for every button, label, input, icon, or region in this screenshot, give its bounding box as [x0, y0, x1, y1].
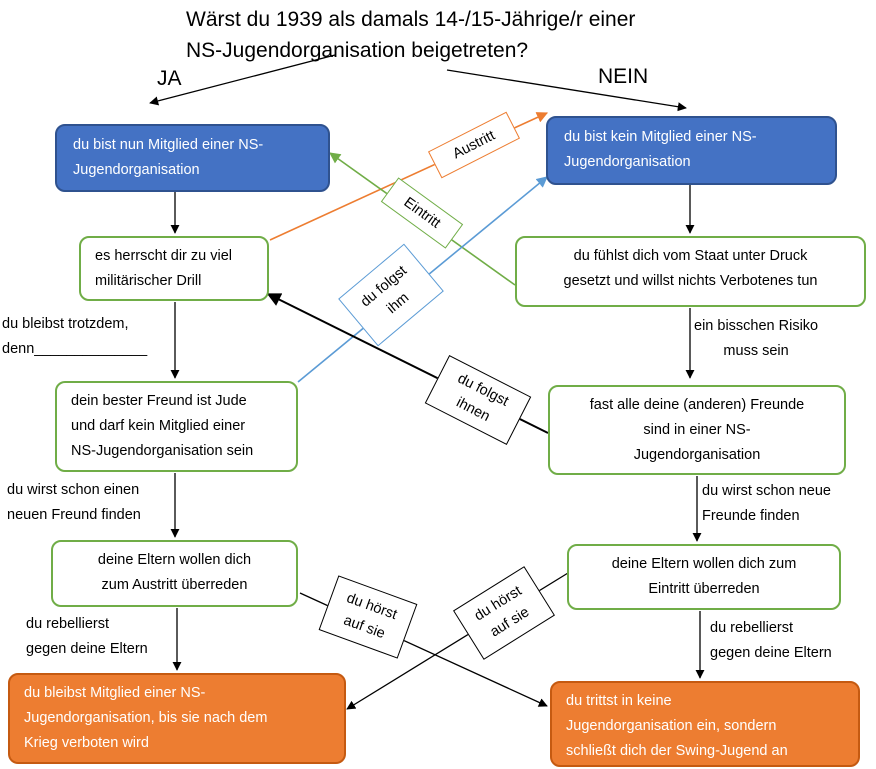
box-parents-leave-line1: deine Eltern wollen dich [97, 552, 252, 568]
branch-no: NEIN [598, 65, 649, 88]
label-stay-despite: du bleibst trotzdem, denn______________ [2, 312, 147, 362]
box-member-line2: Jugendorganisation [73, 162, 200, 178]
question-title-line2: NS-Jugendorganisation beigetreten? [186, 39, 529, 62]
box-stay-member-line1: du bleibst Mitglied einer NS- [24, 685, 206, 701]
box-friends-all-line2: sind in einer NS- [643, 422, 751, 438]
question-title: Wärst du 1939 als damals 14-/15-Jährige/… [186, 4, 635, 66]
label-stay-despite-line2: denn______________ [2, 341, 148, 357]
arrow-title-nein [446, 69, 687, 112]
box-not-member-line2: Jugendorganisation [564, 154, 691, 170]
box-parents-leave-line2: zum Austritt überreden [101, 577, 248, 593]
box-friend-line3: NS-Jugendorganisation sein [71, 443, 254, 459]
label-new-friends-line2: Freunde finden [702, 508, 800, 524]
box-swing: du trittst in keine Jugendorganisation e… [550, 681, 860, 767]
box-friend-line1: dein bester Freund ist Jude [71, 393, 247, 409]
label-little-risk: ein bisschen Risiko muss sein [694, 314, 818, 364]
box-drill: es herrscht dir zu viel militärischer Dr… [79, 236, 269, 301]
box-not-member: du bist kein Mitglied einer NS- Jugendor… [546, 116, 837, 185]
box-parents-join-line2: Eintritt überreden [648, 581, 760, 597]
label-little-risk-line1: ein bisschen Risiko [694, 318, 819, 334]
box-drill-line1: es herrscht dir zu viel [95, 248, 232, 264]
label-new-friend-line2: neuen Freund finden [7, 507, 141, 523]
box-swing-line2: Jugendorganisation ein, sondern [566, 718, 777, 734]
box-pressure-line2: gesetzt und willst nichts Verbotenes tun [563, 273, 818, 289]
label-rebel-left-line2: gegen deine Eltern [26, 641, 148, 657]
arrow-title-ja [149, 54, 336, 106]
box-parents-join-line1: deine Eltern wollen dich zum [611, 556, 797, 572]
branch-yes: JA [157, 67, 182, 90]
box-drill-line2: militärischer Drill [95, 273, 202, 289]
box-not-member-line1: du bist kein Mitglied einer NS- [564, 129, 757, 145]
box-friend: dein bester Freund ist Jude und darf kei… [55, 381, 298, 472]
label-rebel-right-line1: du rebellierst [710, 620, 794, 636]
label-new-friend: du wirst schon einen neuen Freund finden [7, 478, 141, 528]
question-title-line1: Wärst du 1939 als damals 14-/15-Jährige/… [186, 8, 636, 31]
label-rebel-right: du rebellierst gegen deine Eltern [710, 616, 832, 666]
box-friends-all-line1: fast alle deine (anderen) Freunde [589, 397, 805, 413]
box-stay-member-line2: Jugendorganisation, bis sie nach dem [24, 710, 268, 726]
box-pressure-line1: du fühlst dich vom Staat unter Druck [573, 248, 808, 264]
box-member: du bist nun Mitglied einer NS- Jugendorg… [55, 124, 330, 192]
box-member-line1: du bist nun Mitglied einer NS- [73, 137, 264, 153]
label-rebel-right-line2: gegen deine Eltern [710, 645, 832, 661]
label-stay-despite-line1: du bleibst trotzdem, [2, 316, 129, 332]
label-new-friend-line1: du wirst schon einen [7, 482, 140, 498]
label-new-friends-line1: du wirst schon neue [702, 483, 831, 499]
box-swing-line3: schließt dich der Swing-Jugend an [566, 743, 788, 759]
box-friends-all-line3: Jugendorganisation [633, 447, 761, 463]
box-parents-leave: deine Eltern wollen dich zum Austritt üb… [51, 540, 298, 607]
box-friend-line2: und darf kein Mitglied einer [71, 418, 246, 434]
label-new-friends: du wirst schon neue Freunde finden [702, 479, 831, 529]
label-rebel-left: du rebellierst gegen deine Eltern [26, 612, 148, 662]
box-pressure: du fühlst dich vom Staat unter Druck ges… [515, 236, 866, 307]
box-parents-join: deine Eltern wollen dich zum Eintritt üb… [567, 544, 841, 610]
label-little-risk-line2: muss sein [723, 343, 789, 359]
label-rebel-left-line1: du rebellierst [26, 616, 110, 632]
box-friends-all: fast alle deine (anderen) Freunde sind i… [548, 385, 846, 475]
box-stay-member-line3: Krieg verboten wird [24, 735, 149, 751]
box-stay-member: du bleibst Mitglied einer NS- Jugendorga… [8, 673, 346, 764]
box-swing-line1: du trittst in keine [566, 693, 672, 709]
